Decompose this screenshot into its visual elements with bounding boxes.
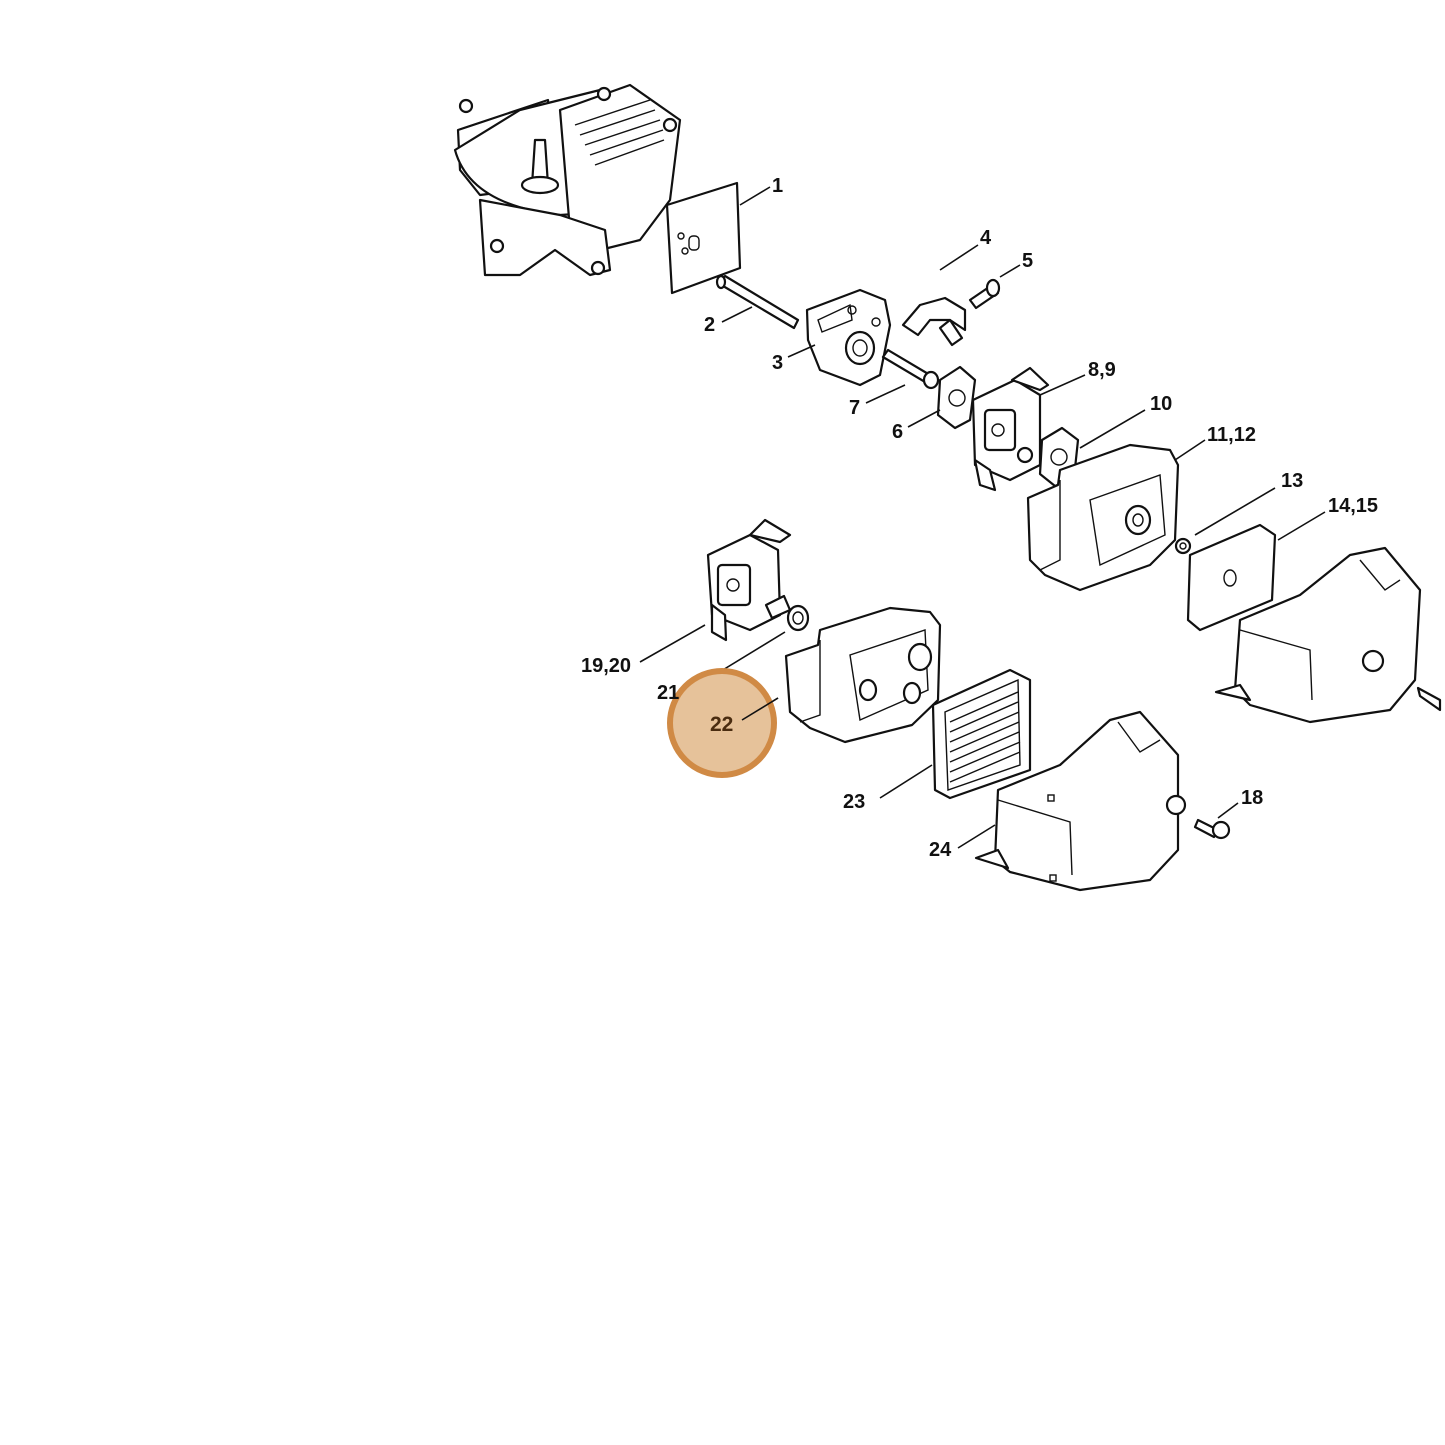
part-4-clamp bbox=[901, 296, 967, 347]
label-21[interactable]: 21 bbox=[657, 682, 679, 704]
label-8-9[interactable]: 8,9 bbox=[1088, 359, 1116, 381]
part-24-filter-cover bbox=[974, 710, 1187, 892]
part-18-screw bbox=[1193, 818, 1231, 840]
part-8-9-carburetor bbox=[971, 366, 1050, 492]
label-18[interactable]: 18 bbox=[1241, 787, 1263, 809]
part-3-intake-flange bbox=[805, 288, 892, 387]
part-6-gasket bbox=[936, 365, 977, 430]
part-14-15-filter bbox=[1186, 523, 1277, 632]
selected-part-highlight[interactable] bbox=[667, 668, 777, 778]
part-13-nut bbox=[1174, 537, 1192, 555]
engine-block bbox=[453, 83, 682, 277]
label-24[interactable]: 24 bbox=[929, 839, 952, 861]
label-23[interactable]: 23 bbox=[843, 791, 865, 813]
label-19-20[interactable]: 19,20 bbox=[581, 655, 631, 677]
label-5[interactable]: 5 bbox=[1022, 250, 1033, 272]
part-23-filter-element bbox=[931, 668, 1032, 800]
part-19-20-carburetor bbox=[706, 518, 792, 642]
part-21-fitting bbox=[786, 604, 810, 632]
label-4[interactable]: 4 bbox=[980, 227, 992, 249]
label-6[interactable]: 6 bbox=[892, 421, 903, 443]
leader-lines bbox=[639, 186, 1326, 849]
label-10[interactable]: 10 bbox=[1150, 393, 1172, 415]
part-7-screw bbox=[881, 348, 940, 390]
label-1[interactable]: 1 bbox=[772, 175, 783, 197]
part-11-12-filter-base bbox=[1026, 443, 1180, 592]
upper-cover-screw bbox=[1416, 686, 1442, 712]
part-2-bolt bbox=[715, 274, 800, 330]
label-7[interactable]: 7 bbox=[849, 397, 860, 419]
upper-air-filter-cover bbox=[1214, 546, 1422, 724]
part-1-gasket bbox=[665, 181, 742, 295]
part-5-screw bbox=[968, 278, 1001, 310]
part-22-filter-base[interactable] bbox=[784, 606, 942, 744]
label-2[interactable]: 2 bbox=[704, 314, 715, 336]
label-13[interactable]: 13 bbox=[1281, 470, 1303, 492]
label-14-15[interactable]: 14,15 bbox=[1328, 495, 1378, 517]
label-3[interactable]: 3 bbox=[772, 352, 783, 374]
label-22[interactable]: 22 bbox=[710, 713, 733, 736]
label-11-12[interactable]: 11,12 bbox=[1207, 424, 1256, 446]
callout-labels: 1 2 3 4 5 6 7 8,9 10 11,12 13 14,15 18 1… bbox=[581, 175, 1378, 861]
